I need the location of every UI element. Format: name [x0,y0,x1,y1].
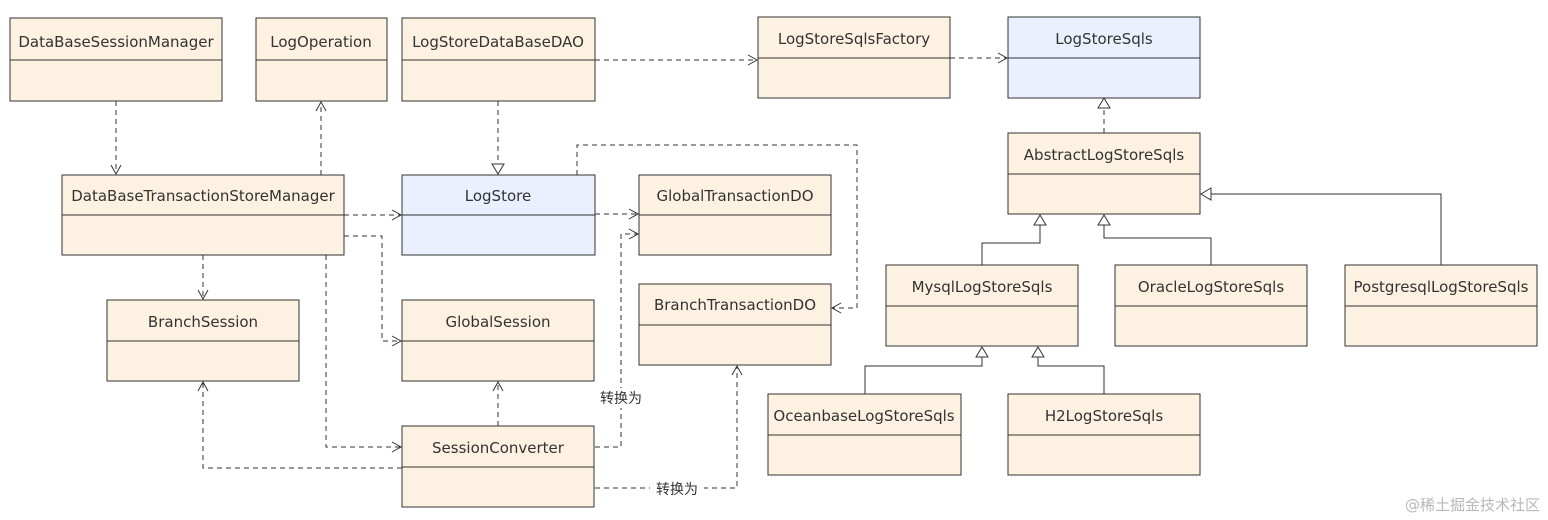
generalization-mysql-to-abstract [981,214,1047,265]
class-branch-session: BranchSession [106,299,300,382]
watermark: @稀土掘金技术社区 [1405,496,1540,514]
class-name: OceanbaseLogStoreSqls [773,407,954,425]
class-name: GlobalTransactionDO [656,187,813,205]
class-session-converter: SessionConverter [401,425,595,508]
class-oracle-log-store-sqls: OracleLogStoreSqls [1114,264,1308,347]
class-log-store-sqls-factory: LogStoreSqlsFactory [757,16,951,99]
class-name: H2LogStoreSqls [1045,407,1163,425]
class-log-operation: LogOperation [255,17,388,102]
class-name: LogStore [465,187,531,205]
generalization-oceanbase-to-mysql [864,346,989,394]
dependency-store-manager-to-log-operation [315,100,327,175]
class-name: OracleLogStoreSqls [1138,278,1284,296]
class-name: SessionConverter [432,439,565,457]
generalization-oracle-to-abstract [1097,214,1212,265]
dependency-store-manager-to-global-session [344,235,403,347]
interface-log-store-sqls: LogStoreSqls [1007,16,1201,99]
interface-log-store: LogStore [401,174,596,256]
dependency-converter-to-branch-transaction-do [595,364,743,489]
class-database-session-manager: DataBaseSessionManager [9,17,223,102]
class-name: LogStoreSqlsFactory [778,30,930,48]
label-background [650,479,704,499]
class-name: BranchTransactionDO [654,296,816,314]
class-postgresql-log-store-sqls: PostgresqlLogStoreSqls [1344,264,1538,347]
class-name: LogStoreSqls [1055,30,1153,48]
label-background [594,388,648,408]
dependency-dao-to-sqls-factory [595,54,759,66]
generalization-postgresql-to-abstract [1200,187,1442,265]
class-h2-log-store-sqls: H2LogStoreSqls [1007,393,1201,476]
dependency-converter-to-global-transaction-do [595,228,640,448]
class-name: GlobalSession [445,313,550,331]
generalization-h2-to-mysql [1031,346,1105,394]
class-name: BranchSession [148,313,258,331]
dependency-store-manager-to-session-converter [325,255,403,453]
dependency-converter-to-global-session [492,380,504,426]
dependency-log-store-to-global-transaction-do [595,208,640,220]
dependency-log-store-to-branch-transaction-do [576,144,858,314]
class-name: DataBaseTransactionStoreManager [71,187,335,205]
class-branch-transaction-do: BranchTransactionDO [638,283,832,366]
realization-dao-to-log-store [491,101,505,175]
realization-abstract-to-log-store-sqls [1097,97,1111,133]
class-name: LogStoreDataBaseDAO [412,33,584,51]
class-log-store-database-dao: LogStoreDataBaseDAO [401,17,596,102]
class-name: AbstractLogStoreSqls [1024,146,1185,164]
dependency-converter-to-branch-session [197,380,402,469]
class-name: PostgresqlLogStoreSqls [1354,278,1529,296]
class-global-transaction-do: GlobalTransactionDO [638,174,832,256]
class-name: MysqlLogStoreSqls [912,278,1053,296]
class-name: LogOperation [270,33,371,51]
class-mysql-log-store-sqls: MysqlLogStoreSqls [885,264,1079,347]
dependency-session-manager-to-store-manager [110,101,122,176]
class-abstract-log-store-sqls: AbstractLogStoreSqls [1007,132,1201,215]
class-global-session: GlobalSession [401,299,595,382]
class-oceanbase-log-store-sqls: OceanbaseLogStoreSqls [767,393,962,476]
dependency-store-manager-to-log-store [344,209,403,221]
dependency-sqls-factory-to-log-store-sqls [950,52,1009,64]
convert-to-branch-label: 转换为 [656,481,698,498]
class-database-transaction-store-manager: DataBaseTransactionStoreManager [61,174,345,256]
class-name: DataBaseSessionManager [18,33,214,51]
convert-to-global-label: 转换为 [600,390,642,407]
dependency-store-manager-to-branch-session [197,255,209,301]
